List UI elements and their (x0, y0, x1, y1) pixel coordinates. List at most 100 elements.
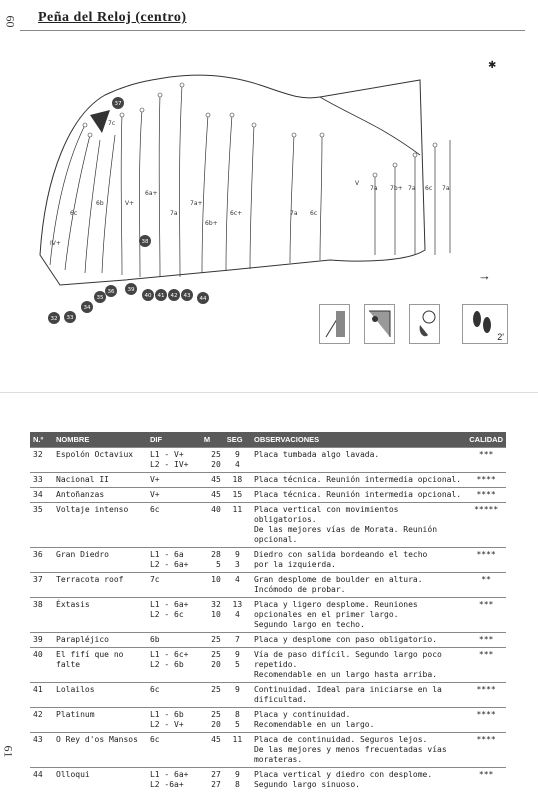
route-grade-line: L1 - V+ (150, 450, 198, 460)
route-notes-line: Recomendable en un largo. (254, 720, 463, 730)
route-bolts-line: 9 (227, 550, 248, 560)
svg-text:36: 36 (108, 289, 115, 295)
route-name: Olloqui (53, 768, 147, 792)
route-grade-line: V+ (150, 475, 198, 485)
route-length-line: 25 (204, 650, 221, 660)
route-name: Antoñanzas (53, 488, 147, 503)
route-quality: *** (466, 598, 506, 633)
route-length-line: 45 (204, 735, 221, 745)
route-bolts-line: 9 (227, 650, 248, 660)
route-length-line: 27 (204, 780, 221, 790)
route-name: Éxtasis (53, 598, 147, 633)
route-quality: ** (466, 573, 506, 598)
route-number: 33 (30, 473, 53, 488)
route-quality: *** (466, 768, 506, 792)
route-notes: Placa y desplome con paso obligatorio. (251, 633, 466, 648)
desplome-icon (364, 304, 395, 344)
route-bolts-line: 15 (227, 490, 248, 500)
route-bolts-line: 3 (227, 560, 248, 570)
route-bolts-line: 4 (227, 610, 248, 620)
svg-text:7a: 7a (442, 185, 450, 192)
svg-text:35: 35 (97, 295, 104, 301)
route-notes-line: Placa vertical con movimientos obligator… (254, 505, 463, 525)
svg-text:7a+: 7a+ (190, 200, 203, 207)
route-name: El fifí que no falte (53, 648, 147, 683)
route-notes: Placa tumbada algo lavada. (251, 448, 466, 473)
route-length-line: 25 (204, 685, 221, 695)
route-number: 38 (30, 598, 53, 633)
svg-text:6c+: 6c+ (230, 210, 242, 217)
route-number: 43 (30, 733, 53, 768)
route-length: 45 (201, 488, 224, 503)
svg-text:6c: 6c (425, 185, 432, 192)
route-notes-line: De las mejores vías de Morata. Reunión o… (254, 525, 463, 545)
svg-text:40: 40 (145, 293, 152, 299)
svg-text:41: 41 (158, 293, 165, 299)
route-bolts-line: 4 (227, 460, 248, 470)
route-bolts: 9 (224, 683, 251, 708)
route-quality: **** (466, 683, 506, 708)
route-notes: Vía de paso difícil. Segundo largo poco … (251, 648, 466, 683)
route-bolts: 4 (224, 573, 251, 598)
route-bolts-line: 8 (227, 710, 248, 720)
route-name: Lolailos (53, 683, 147, 708)
route-notes-line: Recomendable en un largo hasta arriba. (254, 670, 463, 680)
svg-text:37: 37 (115, 101, 122, 107)
route-grade: 7c (147, 573, 201, 598)
route-grade-line: 7c (150, 575, 198, 585)
route-number: 40 (30, 648, 53, 683)
route-grade-line: L2 - 6a+ (150, 560, 198, 570)
approach-footprint-icon: 2' (462, 304, 508, 344)
route-number: 41 (30, 683, 53, 708)
route-length-line: 25 (204, 710, 221, 720)
route-length-line: 10 (204, 610, 221, 620)
route-bolts: 18 (224, 473, 251, 488)
svg-text:7c: 7c (108, 120, 115, 127)
route-length-line: 5 (204, 560, 221, 570)
route-notes-line: Placa técnica. Reunión intermedia opcion… (254, 475, 463, 485)
route-bolts-line: 13 (227, 600, 248, 610)
col-header-name: NOMBRE (53, 432, 147, 448)
route-notes: Placa y ligero desplome. Reuniones opcio… (251, 598, 466, 633)
route-notes-line: Placa de continuidad. Seguros lejos. (254, 735, 463, 745)
svg-text:IV+: IV+ (50, 240, 61, 247)
route-name: Nacional II (53, 473, 147, 488)
route-bolts-line: 11 (227, 735, 248, 745)
svg-text:33: 33 (67, 315, 74, 321)
route-bolts-line: 9 (227, 450, 248, 460)
route-grade-line: L2 - V+ (150, 720, 198, 730)
direction-arrow-icon: → (478, 268, 491, 283)
page-title: Peña del Reloj (centro) (38, 10, 186, 26)
svg-text:6b+: 6b+ (205, 220, 218, 227)
route-notes-line: Diedro con salida bordeando el techo (254, 550, 463, 560)
route-notes: Placa vertical y diedro con desplome.Seg… (251, 768, 466, 792)
route-notes: Placa técnica. Reunión intermedia opcion… (251, 488, 466, 503)
table-header-row: N.º NOMBRE DIF M SEG OBSERVACIONES CALID… (30, 432, 506, 448)
route-quality: **** (466, 473, 506, 488)
route-bolts-line: 4 (227, 575, 248, 585)
route-quality: *** (466, 648, 506, 683)
route-length: 40 (201, 503, 224, 548)
route-quality: *** (466, 633, 506, 648)
route-name: Espolón Octaviux (53, 448, 147, 473)
route-notes: Placa técnica. Reunión intermedia opcion… (251, 473, 466, 488)
route-length: 25 (201, 633, 224, 648)
route-grade-line: 6c (150, 505, 198, 515)
route-name: O Rey d'os Mansos (53, 733, 147, 768)
route-notes: Placa de continuidad. Seguros lejos.De l… (251, 733, 466, 768)
route-bolts: 7 (224, 633, 251, 648)
route-bolts-line: 5 (227, 660, 248, 670)
sun-clock-icon (409, 304, 440, 344)
